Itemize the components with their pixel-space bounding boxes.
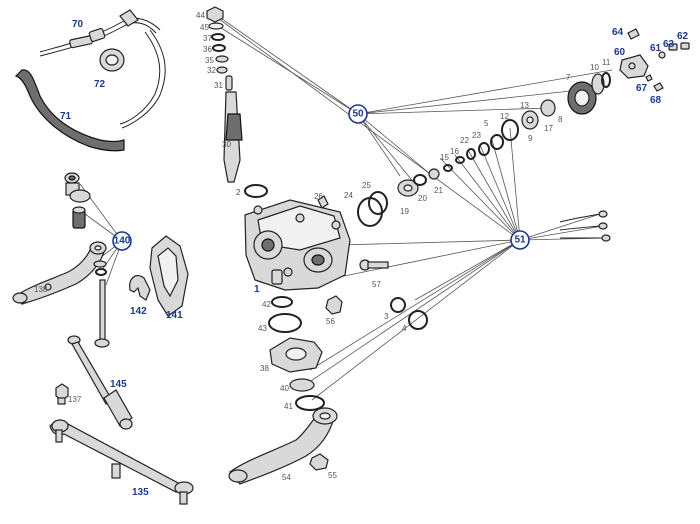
pitman-arm bbox=[228, 407, 338, 485]
hub-140[interactable]: 140 bbox=[112, 231, 132, 251]
part-label-15[interactable]: 15 bbox=[440, 153, 449, 162]
part-label-43[interactable]: 43 bbox=[258, 324, 267, 333]
part-label-45[interactable]: 45 bbox=[200, 23, 209, 32]
part-label-16[interactable]: 16 bbox=[450, 147, 459, 156]
part-label-67[interactable]: 67 bbox=[636, 83, 648, 94]
part-label-10[interactable]: 10 bbox=[590, 63, 599, 72]
part-label-57[interactable]: 57 bbox=[372, 280, 381, 289]
part-label-17[interactable]: 17 bbox=[544, 124, 553, 133]
part-label-19[interactable]: 19 bbox=[400, 207, 409, 216]
part-label-44[interactable]: 44 bbox=[196, 11, 205, 20]
part-label-54[interactable]: 54 bbox=[282, 473, 291, 482]
part-label-141[interactable]: 141 bbox=[166, 310, 183, 321]
part-label-62[interactable]: 62 bbox=[677, 31, 689, 42]
part-label-41[interactable]: 41 bbox=[284, 402, 293, 411]
lower-cover-parts bbox=[268, 295, 343, 411]
hub-50[interactable]: 50 bbox=[348, 104, 368, 124]
part-label-8[interactable]: 8 bbox=[558, 115, 563, 124]
part-label-63[interactable]: 63 bbox=[663, 39, 675, 50]
part-label-32[interactable]: 32 bbox=[207, 66, 216, 75]
part-label-35[interactable]: 35 bbox=[205, 56, 214, 65]
part-label-22[interactable]: 22 bbox=[460, 136, 469, 145]
shaft-stack bbox=[206, 6, 268, 198]
hose-assembly bbox=[14, 9, 166, 152]
part-label-135[interactable]: 135 bbox=[132, 487, 149, 498]
part-label-4[interactable]: 4 bbox=[402, 324, 407, 333]
part-label-26[interactable]: 26 bbox=[314, 192, 323, 201]
part-label-21[interactable]: 21 bbox=[434, 186, 443, 195]
part-label-64[interactable]: 64 bbox=[612, 27, 624, 38]
part-label-61[interactable]: 61 bbox=[650, 43, 662, 54]
steering-damper bbox=[55, 335, 133, 430]
pipe-ends bbox=[559, 210, 611, 242]
part-label-142[interactable]: 142 bbox=[130, 306, 147, 317]
part-label-2[interactable]: 2 bbox=[236, 188, 241, 197]
tie-rod bbox=[49, 419, 194, 505]
part-label-30[interactable]: 30 bbox=[222, 140, 231, 149]
part-label-60[interactable]: 60 bbox=[614, 47, 626, 58]
steering-gear-housing bbox=[244, 195, 389, 291]
part-label-137[interactable]: 137 bbox=[68, 395, 82, 404]
part-label-68[interactable]: 68 bbox=[650, 95, 662, 106]
part-label-56[interactable]: 56 bbox=[326, 317, 335, 326]
hub-51-label: 51 bbox=[514, 235, 526, 246]
part-label-55[interactable]: 55 bbox=[328, 471, 337, 480]
part-label-37[interactable]: 37 bbox=[203, 34, 212, 43]
part-label-38[interactable]: 38 bbox=[260, 364, 269, 373]
part-label-1[interactable]: 1 bbox=[254, 284, 260, 295]
part-label-23[interactable]: 23 bbox=[472, 131, 481, 140]
part-label-13[interactable]: 13 bbox=[520, 101, 529, 110]
part-label-20[interactable]: 20 bbox=[418, 194, 427, 203]
idler-arm-assembly bbox=[12, 172, 110, 348]
part-label-7[interactable]: 7 bbox=[566, 73, 571, 82]
part-label-31[interactable]: 31 bbox=[214, 81, 223, 90]
part-label-36[interactable]: 36 bbox=[203, 45, 212, 54]
hub-140-label: 140 bbox=[114, 236, 131, 247]
leader-lines bbox=[79, 13, 613, 401]
part-label-3[interactable]: 3 bbox=[384, 312, 389, 321]
bracket-and-shield bbox=[129, 235, 189, 317]
part-label-5[interactable]: 5 bbox=[484, 119, 489, 128]
part-labels: 70 72 71 44 45 37 36 35 32 31 30 2 26 1 … bbox=[34, 11, 689, 498]
part-label-24[interactable]: 24 bbox=[344, 191, 353, 200]
part-label-12[interactable]: 12 bbox=[500, 112, 509, 121]
part-label-42[interactable]: 42 bbox=[262, 300, 271, 309]
part-label-72[interactable]: 72 bbox=[94, 79, 106, 90]
part-label-71[interactable]: 71 bbox=[60, 111, 72, 122]
bearing-stack bbox=[357, 72, 611, 330]
part-label-40[interactable]: 40 bbox=[280, 384, 289, 393]
part-label-145[interactable]: 145 bbox=[110, 379, 127, 390]
hub-50-label: 50 bbox=[352, 109, 364, 120]
part-label-25[interactable]: 25 bbox=[362, 181, 371, 190]
valve-parts bbox=[619, 28, 690, 92]
part-label-70[interactable]: 70 bbox=[72, 19, 84, 30]
part-label-138[interactable]: 138 bbox=[34, 285, 48, 294]
part-label-9[interactable]: 9 bbox=[528, 134, 533, 143]
hub-51[interactable]: 51 bbox=[510, 230, 530, 250]
part-label-11[interactable]: 11 bbox=[602, 58, 611, 67]
